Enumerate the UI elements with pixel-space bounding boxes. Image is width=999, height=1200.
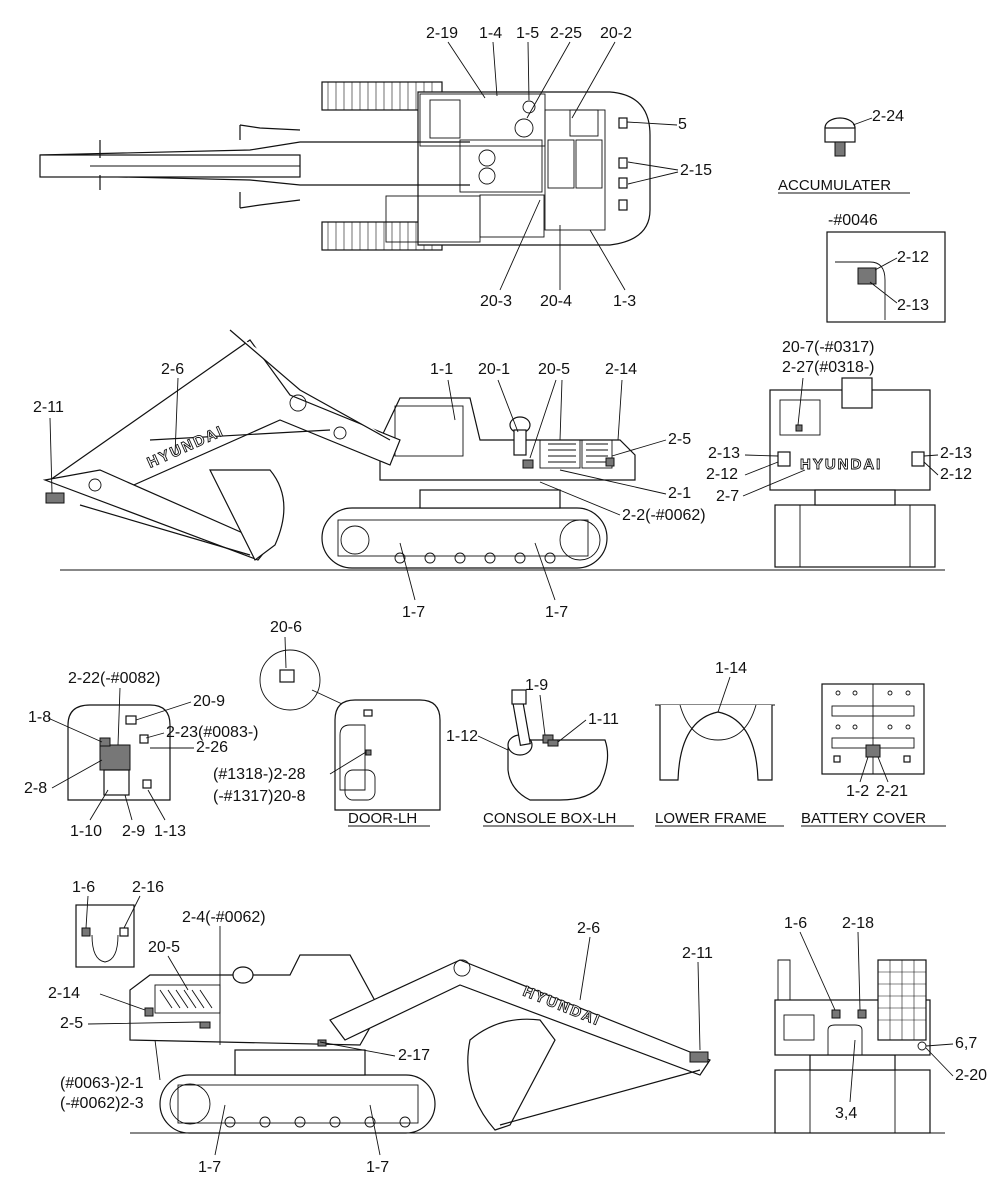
top-callouts: 2-19 1-4 1-5 2-25 20-2 5 2-15 20-3 20-4 … [426, 25, 712, 310]
accumulater-caption: ACCUMULATER [778, 177, 891, 194]
door-callouts: 20-6 (#1318-)2-28 (-#1317)20-8 DOOR-LH [213, 619, 430, 827]
callout-2-19: 2-19 [426, 25, 458, 42]
callout-2-20: 2-20 [955, 1067, 987, 1084]
console-caption: CONSOLE BOX-LH [483, 810, 616, 827]
callout-6-7: 6,7 [955, 1035, 977, 1052]
callout-2-14: 2-14 [605, 361, 637, 378]
callout-5: 5 [678, 116, 687, 133]
callout-2-18: 2-18 [842, 915, 874, 932]
callout-2-6: 2-6 [161, 361, 184, 378]
callout-2-13-right: 2-13 [940, 445, 972, 462]
callout-3-4: 3,4 [835, 1105, 857, 1122]
callout-1-7a: 1-7 [402, 604, 425, 621]
callout-2-1-rh: (#0063-)2-1 [60, 1075, 144, 1092]
callout-2-6-rh: 2-6 [577, 920, 600, 937]
callout-2-28: (#1318-)2-28 [213, 766, 306, 783]
callout-20-7: 20-7(-#0317) [782, 339, 875, 356]
door-caption: DOOR-LH [348, 810, 417, 827]
callout-20-6: 20-6 [270, 619, 302, 636]
top-view-excavator [39, 81, 651, 251]
callout-2-9: 2-9 [122, 823, 145, 840]
callout-1-5: 1-5 [516, 25, 539, 42]
callout-2-13: 2-13 [897, 297, 929, 314]
callout-2-5-rh: 2-5 [60, 1015, 83, 1032]
callout-1-12: 1-12 [446, 728, 478, 745]
front-view-excavator [774, 959, 931, 1134]
accumulator-part: 2-24 ACCUMULATER [778, 108, 910, 194]
callout-2-24: 2-24 [872, 108, 904, 125]
callout-1-1: 1-1 [430, 361, 453, 378]
callout-1-11: 1-11 [588, 711, 619, 728]
callout-1-4: 1-4 [479, 25, 502, 42]
console-callouts: 1-9 1-11 1-12 CONSOLE BOX-LH [446, 677, 634, 827]
callout-2-11: 2-11 [33, 399, 64, 416]
cover-inset: 1-6 2-16 [72, 879, 164, 968]
callout-20-4: 20-4 [540, 293, 572, 310]
callout-2-21: 2-21 [876, 783, 908, 800]
battery-cover-caption: BATTERY COVER [801, 810, 926, 827]
battery-cover-inset [821, 683, 925, 775]
callout-1-14: 1-14 [715, 660, 747, 677]
callout-2-23: 2-23(#0083-) [166, 724, 259, 741]
callout-2-12-right: 2-12 [940, 466, 972, 483]
serial-label: -#0046 [828, 212, 878, 229]
callout-1-7b: 1-7 [545, 604, 568, 621]
callout-20-5-rh: 20-5 [148, 939, 180, 956]
callout-1-13: 1-13 [154, 823, 186, 840]
callout-1-7d: 1-7 [366, 1159, 389, 1176]
callout-20-3: 20-3 [480, 293, 512, 310]
lower-frame-caption: LOWER FRAME [655, 810, 767, 827]
callout-1-7c: 1-7 [198, 1159, 221, 1176]
callout-20-1: 20-1 [478, 361, 510, 378]
callout-1-2: 1-2 [846, 783, 869, 800]
callout-2-13-left: 2-13 [708, 445, 740, 462]
callout-1-6-cover: 1-6 [72, 879, 95, 896]
console-inset [507, 689, 609, 801]
callout-1-8: 1-8 [28, 709, 51, 726]
callout-20-9: 20-9 [193, 693, 225, 710]
side-callouts: 2-6 2-11 1-1 20-1 20-5 2-14 2-5 2-1 2-2(… [33, 361, 706, 621]
door-inset [259, 649, 441, 811]
callout-2-8: 2-8 [24, 780, 47, 797]
cab-interior-inset [67, 704, 171, 801]
callout-2-5: 2-5 [668, 431, 691, 448]
callout-2-15: 2-15 [680, 162, 712, 179]
callout-2-17: 2-17 [398, 1047, 430, 1064]
callout-2-4: 2-4(-#0062) [182, 909, 266, 926]
side-rh-callouts: 2-4(-#0062) 20-5 2-14 2-5 (#0063-)2-1 (-… [48, 909, 713, 1176]
callout-2-27: 2-27(#0318-) [782, 359, 875, 376]
rear-logo: HYUNDAI [800, 456, 882, 473]
front-callouts: 1-6 2-18 6,7 2-20 3,4 [784, 915, 987, 1122]
cab-callouts: 2-22(-#0082) 20-9 1-8 2-23(#0083-) 2-26 … [24, 670, 259, 840]
rear-callouts: 20-7(-#0317) 2-27(#0318-) 2-13 2-12 2-7 … [706, 339, 972, 505]
callout-2-7: 2-7 [716, 488, 739, 505]
callout-20-5: 20-5 [538, 361, 570, 378]
callout-2-2: 2-2(-#0062) [622, 507, 706, 524]
battery-cover-callouts: 1-2 2-21 BATTERY COVER [801, 756, 946, 827]
callout-20-8: (-#1317)20-8 [213, 788, 306, 805]
callout-2-22: 2-22(-#0082) [68, 670, 161, 687]
callout-1-10: 1-10 [70, 823, 102, 840]
callout-2-1: 2-1 [668, 485, 691, 502]
callout-2-3: (-#0062)2-3 [60, 1095, 144, 1112]
lower-frame-inset [655, 704, 775, 781]
callout-2-25: 2-25 [550, 25, 582, 42]
lower-frame-callouts: 1-14 LOWER FRAME [655, 660, 784, 827]
callout-1-3: 1-3 [613, 293, 636, 310]
callout-20-2: 20-2 [600, 25, 632, 42]
serial-inset: -#0046 2-12 2-13 [826, 212, 946, 323]
callout-2-26: 2-26 [196, 739, 228, 756]
callout-1-9: 1-9 [525, 677, 548, 694]
callout-2-12-left: 2-12 [706, 466, 738, 483]
callout-2-14-rh: 2-14 [48, 985, 80, 1002]
rear-view-excavator: HYUNDAI [769, 377, 936, 568]
callout-1-6-front: 1-6 [784, 915, 807, 932]
callout-2-12: 2-12 [897, 249, 929, 266]
callout-2-11-rh: 2-11 [682, 945, 713, 962]
callout-2-16: 2-16 [132, 879, 164, 896]
